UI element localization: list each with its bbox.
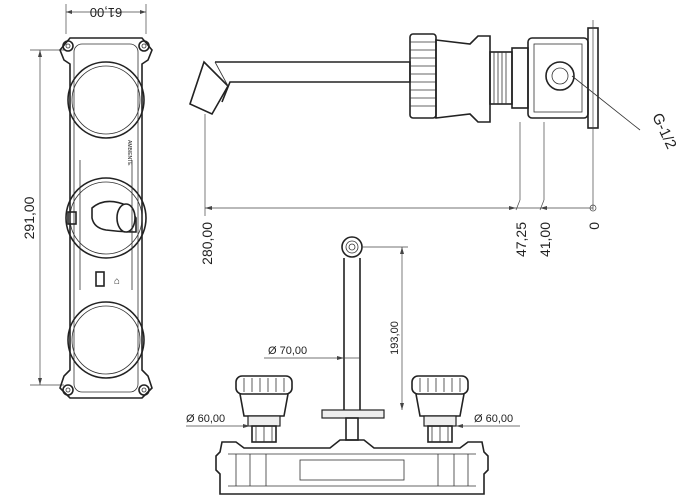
spout-diameter-dim: Ø 70,00 [268,345,307,357]
dim-280: 280,00 [199,222,215,265]
side-view: G-1/2 280,00 47,25 41,00 0 [189,20,680,265]
bottom-view: 193,00 Ø 70,00 Ø 60,00 [186,236,520,495]
right-handle [411,375,469,443]
left-handle [235,375,293,443]
front-panel-view: 61,00 291,00 ⌂ AMBIENTE [21,4,153,399]
knurl-lines [410,41,436,107]
right-handle-diameter-dim: Ø 60,00 [474,413,513,425]
panel-width-dim: 61,00 [90,5,123,20]
panel-height-dim: 291,00 [21,196,37,239]
dim-47-25: 47,25 [513,222,529,257]
panel-brand-text: AMBIENTE [126,140,132,166]
thread-label: G-1/2 [648,111,679,152]
dim-zero: 0 [586,222,602,230]
dim-41: 41,00 [537,222,553,257]
left-handle-diameter-dim: Ø 60,00 [186,413,225,425]
water-drop-icon: ⌂ [114,276,120,287]
spout-height-dim: 193,00 [389,321,401,355]
